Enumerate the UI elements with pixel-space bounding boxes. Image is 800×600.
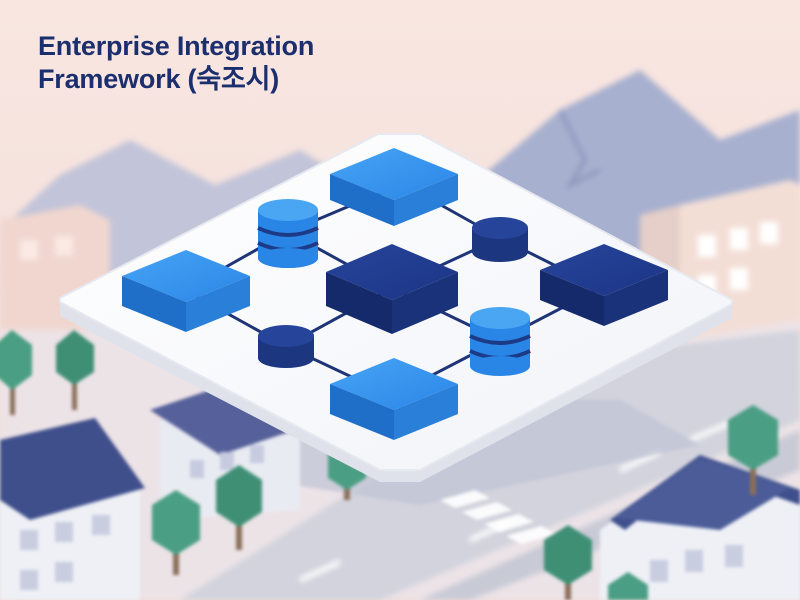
house-left: [0, 418, 145, 600]
integration-platform: [59, 133, 733, 482]
tree-7: [544, 525, 592, 600]
server-box-right: [540, 244, 668, 326]
tree-1: [0, 330, 32, 415]
title-line-1: Enterprise Integration: [38, 31, 315, 61]
server-box-center: [326, 244, 458, 334]
server-box-bottom: [330, 358, 458, 440]
server-box-top: [330, 148, 458, 226]
tree-4: [216, 465, 262, 550]
house-middle: [150, 380, 310, 520]
tree-8: [608, 572, 648, 600]
server-box-left: [122, 250, 250, 332]
page-title: Enterprise Integration Framework (숙조시): [38, 30, 438, 96]
connector-hub-bottom: [258, 325, 314, 368]
title-line-2: Framework (숙조시): [38, 64, 280, 94]
connector-hub-top: [472, 217, 528, 262]
crosswalk: [440, 490, 556, 544]
database-right: [469, 307, 531, 376]
database-left: [257, 199, 319, 268]
tree-6: [728, 405, 778, 495]
tree-3: [152, 490, 200, 575]
tree-2: [56, 330, 94, 410]
